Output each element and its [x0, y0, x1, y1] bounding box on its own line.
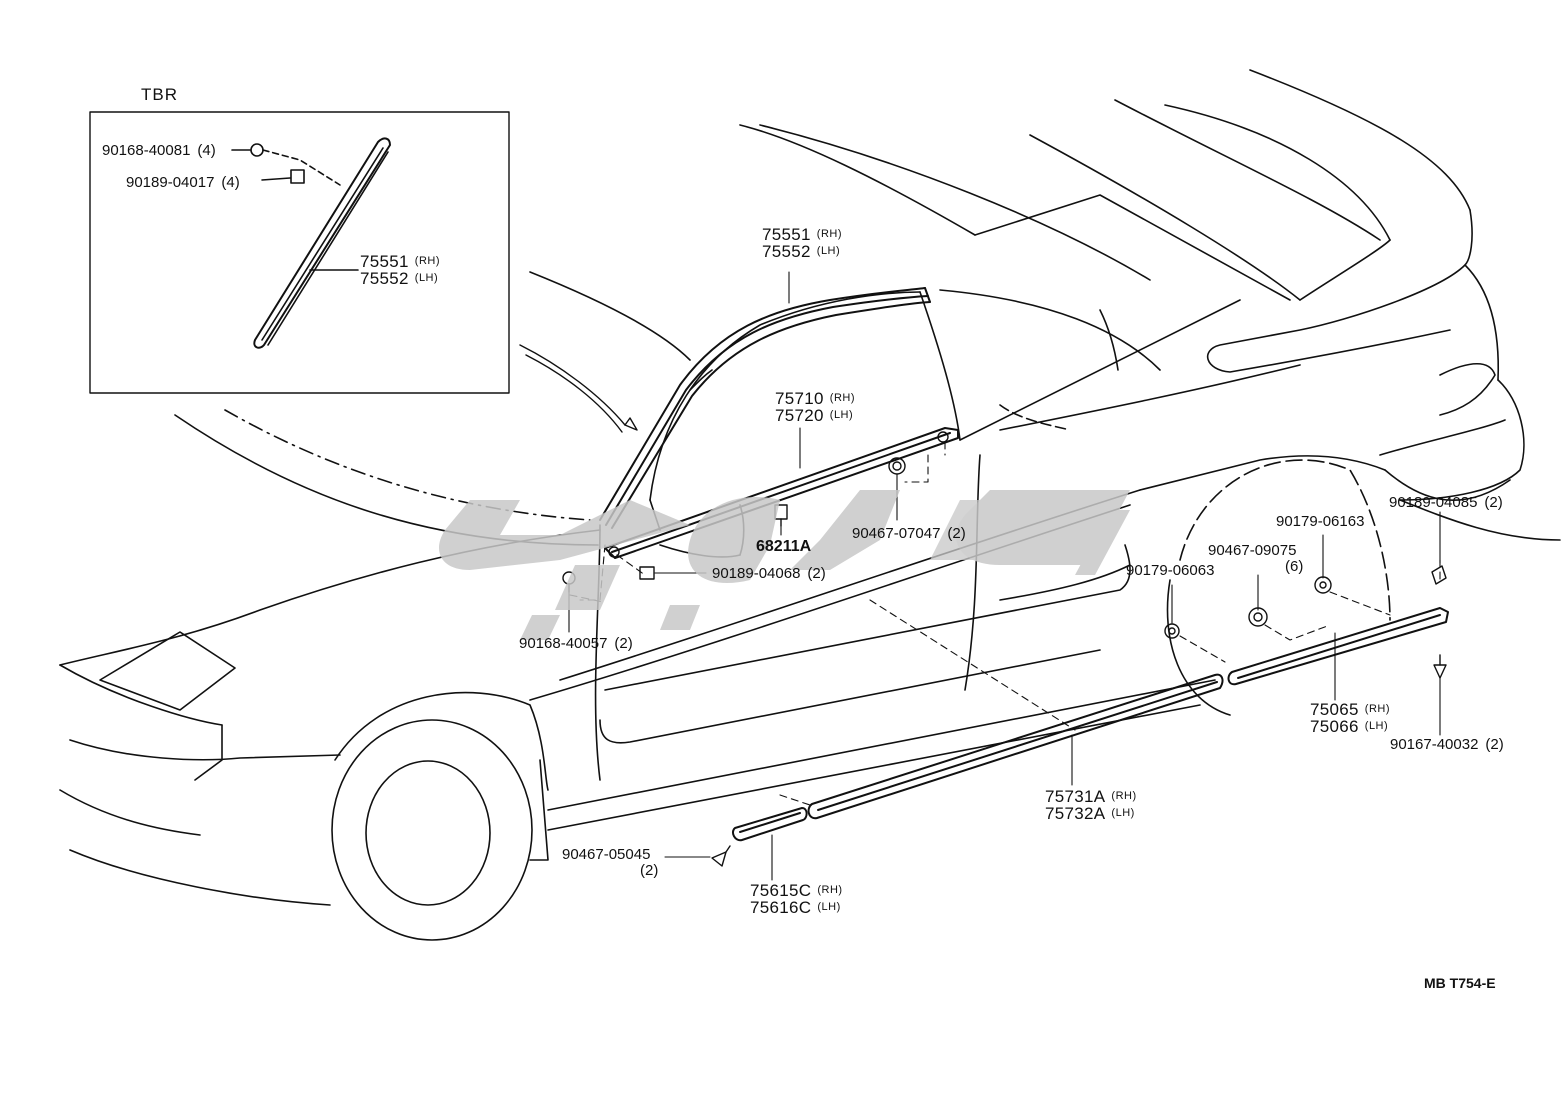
- label-75732A: 75732A (LH): [1045, 805, 1135, 822]
- label-75731A: 75731A (RH): [1045, 788, 1137, 805]
- label-90467-05045: 90467-05045: [562, 846, 650, 863]
- label-90179-06163: 90179-06163: [1276, 513, 1364, 530]
- label-75552: 75552 (LH): [762, 243, 840, 260]
- part-number: 75615C: [750, 881, 812, 900]
- part-number: 75065: [1310, 700, 1359, 719]
- part-number: 75720: [775, 406, 824, 425]
- part-number: 90168-40057: [519, 635, 608, 652]
- part-number: 75551: [360, 252, 409, 271]
- label-90168-40057: 90168-40057 (2): [519, 635, 633, 652]
- part-qty: (2): [640, 862, 659, 879]
- part-number: 90189-04068: [712, 565, 801, 582]
- label-75710: 75710 (RH): [775, 390, 855, 407]
- part-qty: (4): [221, 174, 240, 191]
- part-number: 75731A: [1045, 787, 1106, 806]
- label-90467-07047: 90467-07047 (2): [852, 525, 966, 542]
- front-lower-molding-shape: [732, 807, 808, 842]
- label-75065: 75065 (RH): [1310, 701, 1390, 718]
- part-side: (RH): [1364, 703, 1390, 715]
- part-qty: (2): [1484, 494, 1503, 511]
- part-side: (LH): [829, 409, 854, 421]
- car-body-outline: [59, 69, 1561, 941]
- part-number: 90467-05045: [562, 846, 651, 863]
- part-qty: (4): [197, 142, 216, 159]
- label-68211A: 68211A: [756, 538, 811, 555]
- label-90467-05045-qty: (2): [640, 862, 658, 879]
- leader-lines: [568, 271, 1441, 881]
- part-number: 90179-06163: [1276, 513, 1365, 530]
- label-75551: 75551 (RH): [762, 226, 842, 243]
- label-75720: 75720 (LH): [775, 407, 853, 424]
- part-side: (RH): [816, 228, 842, 240]
- rear-lower-molding-shape: [1227, 607, 1449, 686]
- watermark-logo: [438, 490, 1130, 640]
- part-number: 90467-09075: [1208, 542, 1297, 559]
- part-number: 75552: [360, 269, 409, 288]
- part-number: 75551: [762, 225, 811, 244]
- rocker-molding-shape: [807, 673, 1224, 820]
- label-inset-75551: 75551 (RH): [360, 253, 440, 270]
- window-frame-molding-shape: [599, 287, 931, 529]
- part-qty: (2): [807, 565, 826, 582]
- part-number: 75066: [1310, 717, 1359, 736]
- part-side: (LH): [1364, 720, 1389, 732]
- part-side: (LH): [1111, 807, 1135, 819]
- part-side: (RH): [829, 392, 855, 404]
- label-90179-06063: 90179-06063: [1126, 562, 1214, 579]
- part-number: 75710: [775, 389, 824, 408]
- label-75616C: 75616C (LH): [750, 899, 841, 916]
- inset-title: TBR: [141, 85, 178, 104]
- part-side: (RH): [817, 884, 843, 896]
- part-number: 90168-40081: [102, 142, 191, 159]
- label-90189-04068: 90189-04068 (2): [712, 565, 826, 582]
- pointer-arrow: [519, 344, 638, 433]
- part-number: 75552: [762, 242, 811, 261]
- part-number: 90179-06063: [1126, 562, 1215, 579]
- part-number: 90189-04017: [126, 174, 215, 191]
- part-side: (LH): [816, 245, 841, 257]
- label-90168-40081: 90168-40081 (4): [102, 142, 216, 159]
- part-qty: (6): [1285, 558, 1304, 575]
- label-75615C: 75615C (RH): [750, 882, 843, 899]
- inset-box: [89, 111, 510, 394]
- part-side: (RH): [414, 255, 440, 267]
- part-qty: (2): [947, 525, 966, 542]
- label-75066: 75066 (LH): [1310, 718, 1388, 735]
- label-90167-40032: 90167-40032 (2): [1390, 736, 1504, 753]
- part-side: (LH): [414, 272, 439, 284]
- label-90467-09075: 90467-09075: [1208, 542, 1296, 559]
- part-number: 75732A: [1045, 804, 1106, 823]
- label-90467-09075-qty: (6): [1285, 558, 1303, 575]
- part-side: (LH): [817, 901, 841, 913]
- part-side: (RH): [1111, 790, 1137, 802]
- part-number: 75616C: [750, 898, 812, 917]
- diagram-code: MB T754-E: [1424, 975, 1496, 991]
- part-qty: (2): [614, 635, 633, 652]
- part-number: 90189-04085: [1389, 494, 1478, 511]
- label-90189-04017: 90189-04017 (4): [126, 174, 240, 191]
- part-qty: (2): [1485, 736, 1504, 753]
- part-number: 68211A: [756, 538, 812, 555]
- label-90189-04085: 90189-04085 (2): [1389, 494, 1503, 511]
- part-number: 90467-07047: [852, 525, 941, 542]
- part-number: 90167-40032: [1390, 736, 1479, 753]
- label-inset-75552: 75552 (LH): [360, 270, 438, 287]
